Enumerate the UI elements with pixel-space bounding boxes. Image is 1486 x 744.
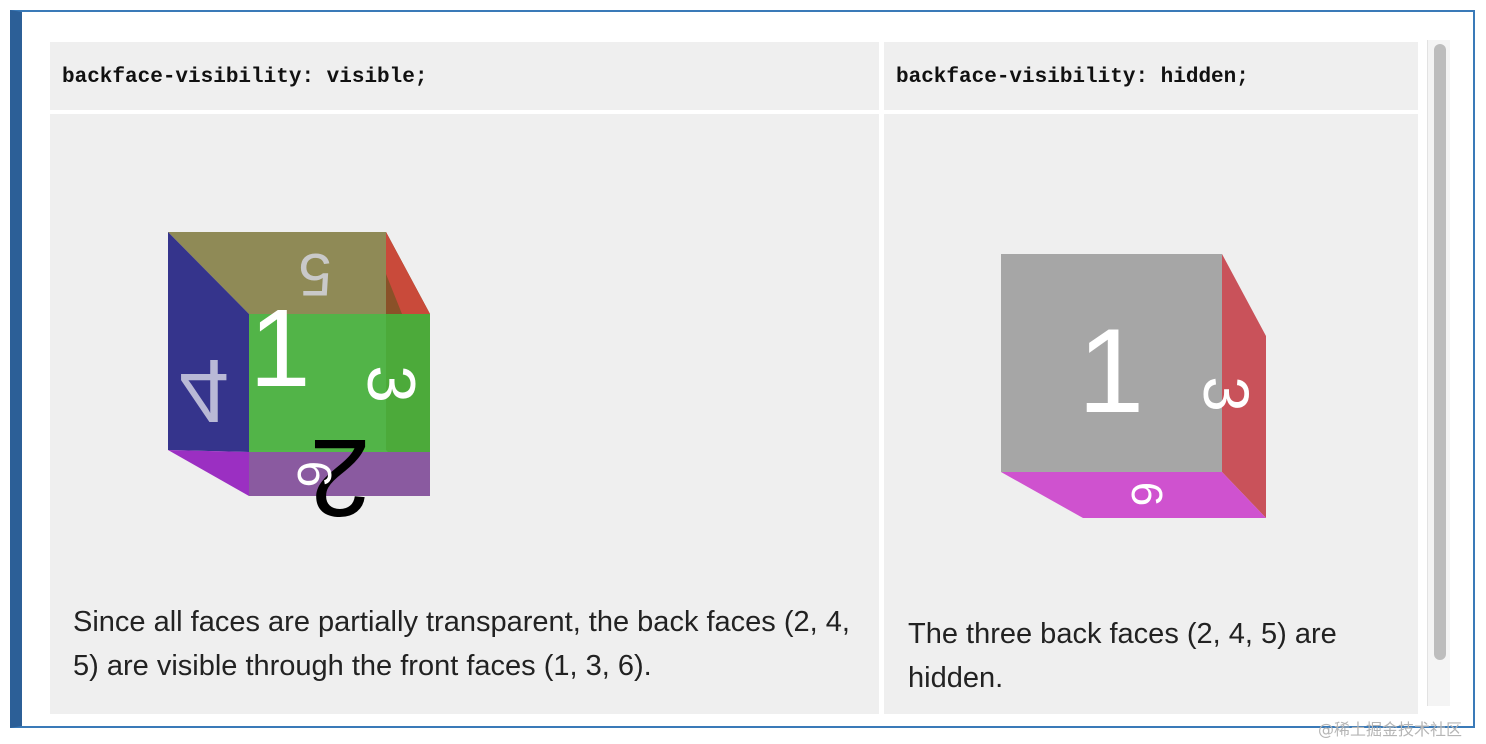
cube-face-bottom-overlap (249, 452, 430, 496)
cube-label-front: 1 (249, 287, 310, 410)
heading-hidden: backface-visibility: hidden; (884, 42, 1418, 110)
scrollbar-thumb[interactable] (1434, 44, 1446, 660)
cube-face-left (168, 232, 249, 452)
cube-label-left: 4 (179, 340, 229, 440)
cube-hidden: 1 3 6 (1001, 254, 1266, 518)
heading-visible: backface-visibility: visible; (50, 42, 879, 110)
cube-face-bottom (1001, 472, 1266, 518)
cube-label-top: 5 (298, 241, 331, 308)
cell-hidden: 1 3 6 The three back faces (2, 4, 5) are… (884, 114, 1418, 714)
cube-face-top (168, 232, 430, 314)
cell-visible: 5 4 3 1 2 6 Since all faces are partiall… (50, 114, 879, 714)
watermark: @稀土掘金技术社区 (1318, 720, 1463, 739)
description-visible: Since all faces are partially transparen… (73, 606, 850, 682)
cube-face-right-highlight (386, 232, 430, 314)
cube-label-bottom: 6 (1122, 482, 1171, 506)
cube-label-bottom: 6 (287, 461, 340, 488)
cube-label-front: 1 (1078, 304, 1145, 438)
cube-label-right: 3 (1190, 376, 1262, 412)
vertical-scrollbar[interactable] (1427, 40, 1450, 706)
description-hidden: The three back faces (2, 4, 5) are hidde… (908, 618, 1337, 694)
cube-face-front (1001, 254, 1222, 472)
demo-frame: backface-visibility: visible; backface-v… (10, 10, 1475, 728)
demo-table: backface-visibility: visible; backface-v… (50, 42, 1418, 714)
cube-face-front (249, 314, 430, 452)
cube-label-right: 3 (353, 365, 429, 403)
cube-label-back: 2 (309, 416, 370, 539)
cube-visible: 5 4 3 1 2 6 (168, 232, 430, 539)
cube-face-right (1222, 254, 1266, 518)
